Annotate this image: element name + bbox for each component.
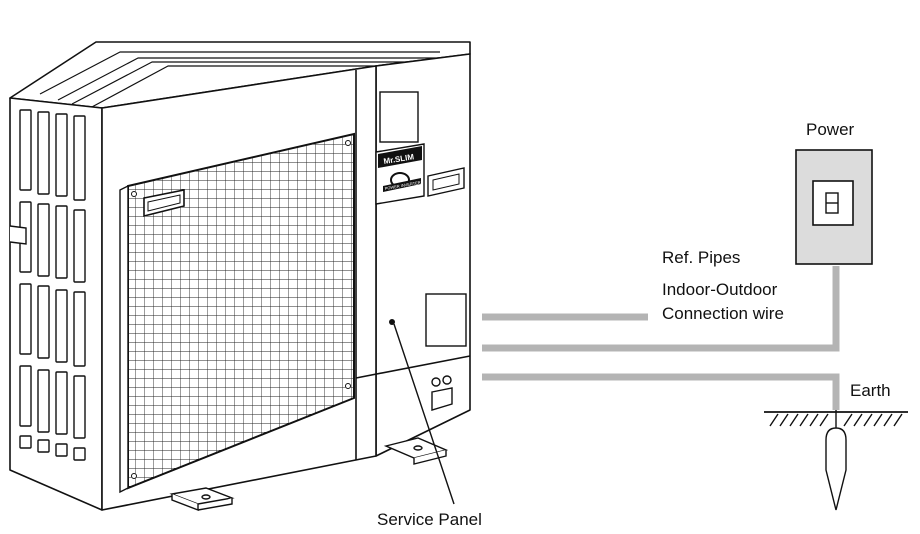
badge-text: POWER INVERTER: [384, 180, 421, 191]
earth-rod: [825, 410, 847, 511]
fan-grille: [119, 132, 355, 494]
service-panel-details: [379, 91, 467, 411]
unit-feet: [169, 437, 449, 512]
earth-wire: [482, 373, 840, 410]
nameplate: Mr.SLIM POWER INVERTER: [375, 143, 425, 205]
connection-wire-label: Connection wire: [662, 304, 784, 323]
side-handle: [9, 225, 27, 245]
panel-screw: [389, 319, 395, 325]
valve-cover: [431, 387, 453, 411]
left-vent-slots: [19, 109, 86, 461]
connection-wire: [482, 266, 840, 352]
service-panel-label: Service Panel: [377, 510, 482, 529]
unit-top-ribs: [39, 51, 440, 109]
panel-window-top: [379, 91, 419, 143]
panel-window-bottom: [425, 293, 467, 347]
ground-symbol: [764, 410, 908, 511]
service-panel-leader: [393, 323, 455, 505]
power-label: Power: [806, 120, 855, 139]
power-switch-box: [795, 149, 873, 265]
indoor-outdoor-label: Indoor-Outdoor: [662, 280, 778, 299]
earth-label: Earth: [850, 381, 891, 400]
ref-pipes-label: Ref. Pipes: [662, 248, 741, 267]
